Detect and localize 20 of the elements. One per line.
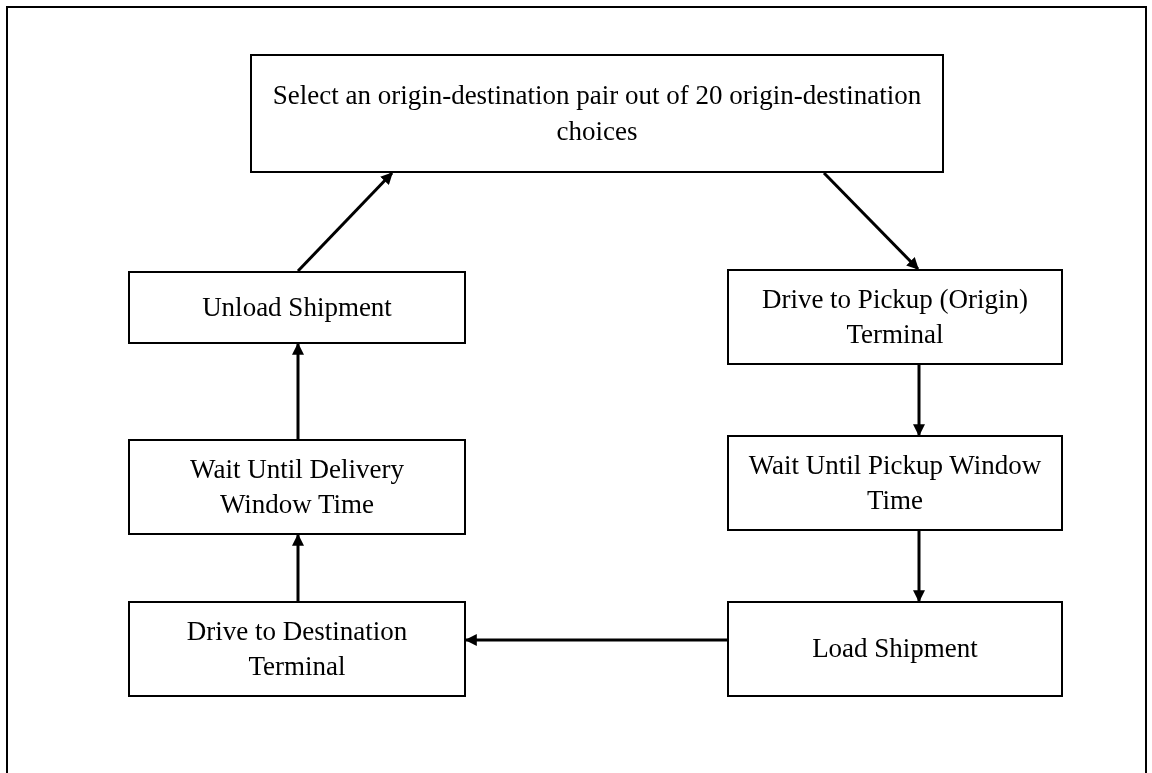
process-box — [727, 435, 1063, 531]
step-text: Unload Shipment — [202, 290, 392, 324]
process-box — [128, 439, 466, 535]
step-text: Wait Until Pickup Window Time — [747, 448, 1043, 517]
arrow — [822, 171, 920, 271]
arrow — [296, 171, 394, 273]
process-box — [727, 269, 1063, 365]
step-text: Drive to Destination Terminal — [185, 614, 409, 683]
step-text: Drive to Pickup (Origin) Terminal — [760, 282, 1030, 351]
arrow — [292, 533, 304, 601]
process-box — [128, 601, 466, 697]
process-box — [727, 601, 1063, 697]
process-box — [128, 271, 466, 344]
process-box — [250, 54, 944, 173]
arrow — [292, 342, 304, 439]
arrow — [913, 365, 925, 437]
step-text: Load Shipment — [812, 632, 978, 666]
step-text: Select an origin-destination pair out of 20 origin-destination choices — [271, 79, 923, 148]
arrow — [913, 531, 925, 603]
step-text: Wait Until Delivery Window Time — [189, 452, 405, 521]
